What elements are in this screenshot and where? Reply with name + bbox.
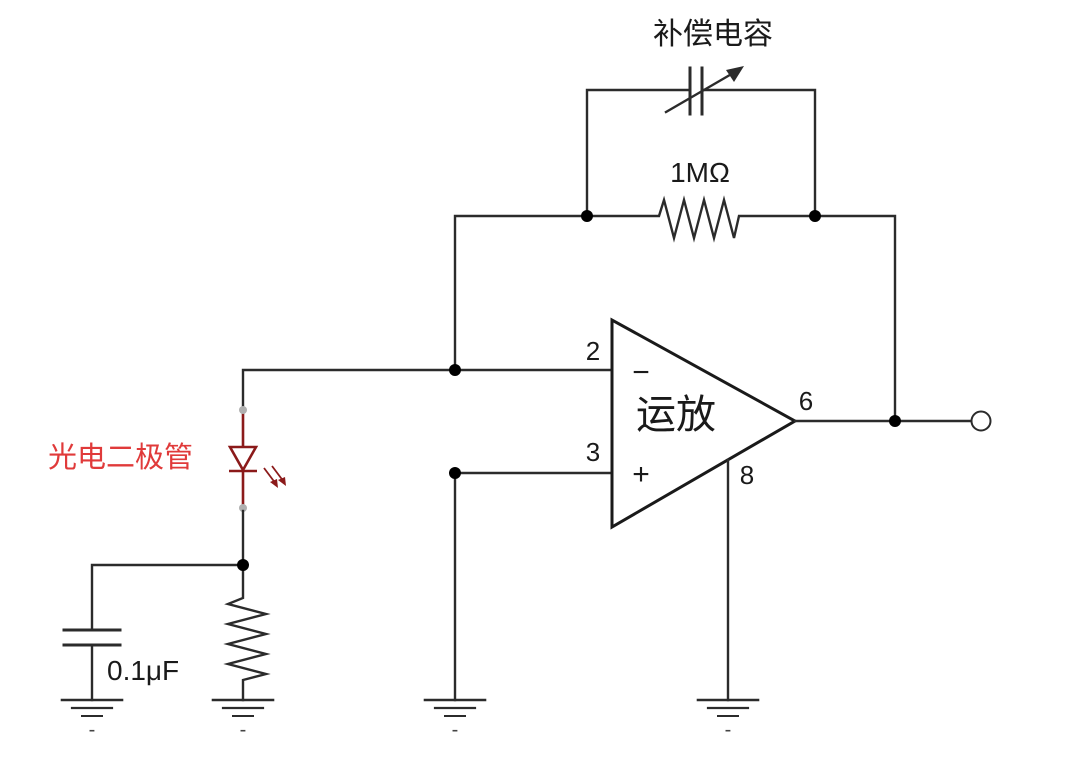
pin-3-label: 3 xyxy=(586,437,600,467)
comp-cap-wire-right xyxy=(700,88,817,218)
op-amp-triangle xyxy=(610,317,799,530)
noninverting-sign: + xyxy=(632,458,650,491)
feedback-wire-left xyxy=(453,214,589,372)
load-resistor-symbol xyxy=(223,563,271,702)
photodiode-pin-top xyxy=(239,406,247,414)
photodiode-triangle xyxy=(227,445,259,473)
photodiode-label: 光电二极管 xyxy=(48,441,193,474)
inverting-sign: − xyxy=(632,356,650,389)
ground-mark-4: - xyxy=(725,719,732,741)
photodiode: 光电二极管 xyxy=(48,406,286,512)
feedback-wire-right xyxy=(813,214,897,423)
ground-mark-2: - xyxy=(240,719,247,741)
ground-symbol-4: - xyxy=(696,698,760,741)
feedback-resistor-label: 1MΩ xyxy=(670,157,730,188)
output-terminal xyxy=(970,410,992,432)
variable-arrow-head xyxy=(726,66,744,82)
filter-cap-top-wire xyxy=(90,563,245,632)
compensation-capacitor: 补偿电容 xyxy=(585,18,817,218)
variable-arrow-shaft xyxy=(664,70,737,114)
ground-symbol-2: - xyxy=(211,698,275,741)
junction-noninverting xyxy=(449,467,461,479)
feedback-resistor-symbol xyxy=(585,195,817,243)
comp-cap-label: 补偿电容 xyxy=(653,18,773,51)
noninverting-input-wire xyxy=(453,471,614,702)
pin-8-label: 8 xyxy=(740,460,754,490)
light-arrow-head-1 xyxy=(270,479,278,488)
junction-output xyxy=(889,415,901,427)
inverting-input-wire xyxy=(241,368,614,409)
junction-feedback-left xyxy=(581,210,593,222)
op-amp: 运放 − + 2 3 6 8 xyxy=(586,317,813,530)
ground-mark-3: - xyxy=(452,719,459,741)
filter-capacitor: 0.1μF xyxy=(62,628,179,702)
photodiode-pin-bottom xyxy=(239,504,247,512)
pin-2-label: 2 xyxy=(586,336,600,366)
filter-cap-label: 0.1μF xyxy=(107,655,179,686)
pin-6-label: 6 xyxy=(799,386,813,416)
light-arrow-head-2 xyxy=(278,477,286,486)
load-resistor xyxy=(223,563,271,702)
junction-inverting-input xyxy=(449,364,461,376)
feedback-resistor: 1MΩ xyxy=(585,157,817,243)
comp-cap-wire-left xyxy=(585,88,692,218)
ground-mark-1: - xyxy=(89,719,96,741)
op-amp-label: 运放 xyxy=(636,393,716,437)
junction-bottom-node xyxy=(237,559,249,571)
ground-symbol-3: - xyxy=(423,698,487,741)
ground-symbol-1: - xyxy=(60,698,124,741)
junction-feedback-right xyxy=(809,210,821,222)
